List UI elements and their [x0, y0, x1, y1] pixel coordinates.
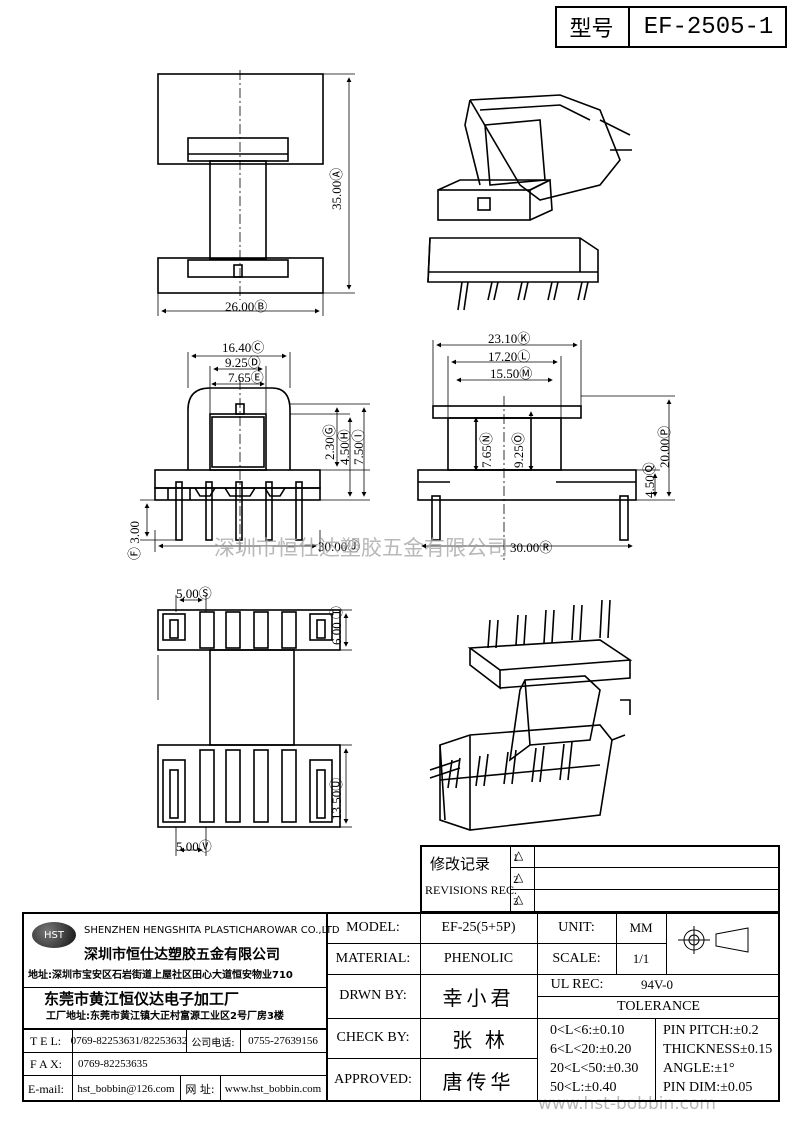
material-value: PHENOLIC: [443, 950, 514, 966]
dim-d-label: 9.25Ⓓ: [225, 355, 261, 370]
watermark-company: 深圳市恒仕达塑胶五金有限公司: [214, 536, 508, 560]
dim-b-label: 26.00Ⓑ: [225, 299, 268, 314]
drawn-by-label: DRWN BY:: [339, 988, 407, 1003]
dim-h-label: 4.50Ⓗ: [337, 429, 352, 465]
dim-r-label: 30.00Ⓡ: [510, 540, 553, 555]
email-label: E-mail:: [28, 1081, 64, 1096]
check-by-label: CHECK BY:: [336, 1030, 410, 1045]
model-header-value: EF-2505-1: [643, 13, 774, 41]
tolerance-left-4: 50<L:±0.40: [550, 1080, 617, 1095]
model-label: MODEL:: [346, 919, 400, 935]
dim-l-label: 17.20Ⓛ: [488, 349, 531, 364]
tolerance-label: TOLERANCE: [617, 999, 700, 1014]
tolerance-left-3: 20<L<50:±0.30: [550, 1061, 639, 1076]
factory-address: 工厂地址:东莞市黄江镇大正村富源工业区2号厂房3楼: [46, 1011, 284, 1022]
ul-value: 94V-0: [640, 977, 674, 992]
watermark-website: www.hst-bobbin.com: [538, 1094, 716, 1114]
dim-c-label: 16.40Ⓒ: [222, 340, 265, 355]
drawn-by-value: 幸小君: [442, 985, 515, 1010]
tolerance-right-2: THICKNESS±0.15: [663, 1042, 773, 1057]
top-view: [157, 70, 355, 316]
phone-label: 公司电话:: [191, 1037, 235, 1049]
dim-p-label: 20.00Ⓟ: [657, 425, 672, 468]
dim-v-label: 5.00Ⓥ: [176, 839, 212, 854]
company-logo: HST: [32, 922, 76, 948]
revision-title: 修改记录: [430, 855, 491, 873]
model-header: [555, 6, 787, 48]
phone-value: 0755-27639156: [248, 1035, 318, 1047]
factory-name: 东莞市黄江恒仪达电子加工厂: [44, 990, 240, 1008]
dim-j-label: 30.00Ⓙ: [318, 539, 361, 554]
side-view: [417, 340, 675, 560]
isometric-view-top: [427, 94, 632, 311]
approved-value: 唐传华: [442, 1069, 515, 1094]
unit-label: UNIT:: [558, 919, 595, 935]
check-by-value: 张 林: [452, 1027, 505, 1052]
tolerance-right-4: PIN DIM:±0.05: [663, 1080, 753, 1095]
scale-value: 1/1: [632, 950, 650, 966]
scale-label: SCALE:: [552, 950, 601, 966]
dim-u-label: 13.50Ⓤ: [329, 777, 344, 820]
tolerance-left-1: 0<L<6:±0.10: [550, 1023, 625, 1038]
projection-symbol-icon: [678, 926, 749, 954]
website-label: 网 址:: [185, 1083, 215, 1096]
website-value[interactable]: www.hst_bobbin.com: [224, 1083, 322, 1095]
dim-k-label: 23.10Ⓚ: [488, 331, 531, 346]
dim-f-label: Ⓕ 3.00: [127, 520, 142, 560]
fax-label: F A X:: [30, 1056, 63, 1071]
approved-label: APPROVED:: [334, 1072, 412, 1087]
dim-i-label: 7.50Ⓘ: [351, 429, 366, 465]
company-address: 地址:深圳市宝安区石岩街道上屋社区田心大道恒安物业710: [28, 970, 293, 981]
tel-value: 0769-82253631/82253632: [70, 1035, 188, 1047]
title-block: [22, 912, 780, 1102]
dim-m-label: 15.50Ⓜ: [490, 366, 533, 381]
dim-a-label: 35.00Ⓐ: [329, 167, 344, 210]
isometric-view-bottom: [429, 599, 633, 831]
company-name-en: SHENZHEN HENGSHITA PLASTICHAROWAR CO.,LT…: [84, 925, 340, 936]
revision-subtitle: REVISIONS REC.: [425, 883, 518, 897]
dim-q-label: 4.50Ⓠ: [642, 462, 657, 498]
company-logo-text: HST: [44, 929, 64, 941]
email-value[interactable]: hst_bobbin@126.com: [77, 1083, 175, 1095]
tolerance-left-2: 6<L<20:±0.20: [550, 1042, 632, 1057]
dim-o-label: 9.25Ⓞ: [511, 432, 526, 468]
bottom-view: [157, 595, 352, 856]
front-view: [140, 352, 370, 552]
fax-value: 0769-82253635: [78, 1058, 148, 1070]
dim-s-label: 5.00Ⓢ: [176, 586, 212, 601]
tel-label: T E L:: [30, 1033, 62, 1048]
material-label: MATERIAL:: [335, 950, 411, 966]
model-header-label: 型号: [569, 17, 614, 42]
ul-label: UL REC:: [550, 977, 604, 992]
tolerance-right-1: PIN PITCH:±0.2: [663, 1023, 759, 1038]
dim-t-label: 6.00 Ⓣ: [329, 605, 344, 645]
company-name-cn: 深圳市恒仕达塑胶五金有限公司: [84, 947, 280, 963]
revision-mark-2: △2: [513, 870, 524, 886]
dim-n-label: 7.65Ⓝ: [479, 432, 494, 468]
dim-e-label: 7.65Ⓔ: [228, 370, 264, 385]
revision-mark-1: △1: [513, 848, 524, 864]
unit-value: MM: [629, 919, 653, 935]
dim-g-label: 2.30Ⓖ: [322, 424, 337, 460]
tolerance-right-3: ANGLE:±1°: [663, 1061, 735, 1076]
model-value: EF-25(5+5P): [441, 919, 516, 935]
revision-mark-3: △3: [513, 892, 524, 908]
